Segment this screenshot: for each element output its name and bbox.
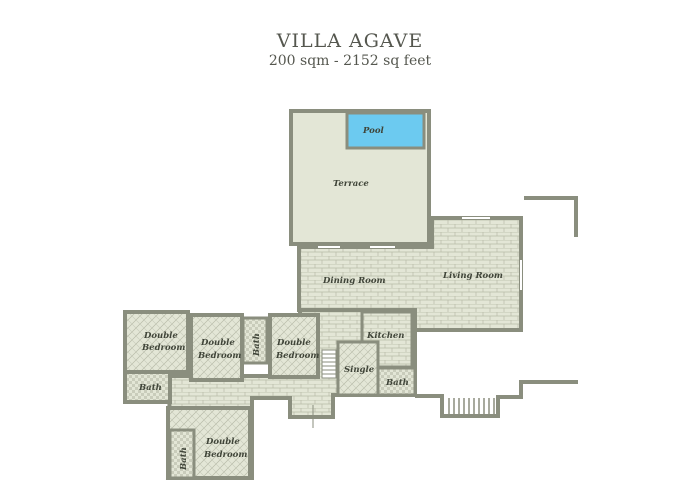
bath-kitchen [376, 366, 417, 397]
bedroom-right [268, 313, 320, 379]
bath-left [123, 370, 172, 404]
label-living-room: Living Room [442, 271, 503, 281]
label-pool: Pool [362, 126, 385, 136]
bedroom-middle [189, 313, 244, 382]
label-bedroom-bottom-2: Bedroom [203, 450, 247, 460]
label-bedroom-right-2: Bedroom [275, 351, 319, 361]
exterior-wall-top-right [524, 196, 578, 237]
label-bath-kitchen: Bath [385, 378, 409, 388]
exterior-wall-bottom-right [415, 380, 578, 418]
label-bedroom-middle-2: Bedroom [197, 351, 241, 361]
label-bath-bottom: Bath [179, 447, 189, 471]
label-bedroom-middle-1: Double [200, 338, 235, 348]
exterior-stairs [448, 398, 495, 416]
label-terrace: Terrace [333, 179, 369, 189]
label-dining-room: Dining Room [322, 276, 386, 286]
interior-stairs [321, 349, 337, 379]
label-kitchen: Kitchen [366, 331, 405, 341]
label-bath-left: Bath [138, 383, 162, 393]
pool [345, 111, 426, 150]
label-bedroom-left-2: Bedroom [141, 343, 185, 353]
plan-subtitle: 200 sqm - 2152 sq feet [268, 53, 432, 69]
label-bath-middle: Bath [252, 333, 262, 357]
label-bedroom-left-1: Double [143, 331, 178, 341]
plan-header: VILLA AGAVE 200 sqm - 2152 sq feet [0, 30, 700, 70]
bath-bottom [168, 428, 196, 480]
label-bedroom-bottom-1: Double [205, 437, 240, 447]
bath-middle [241, 316, 269, 365]
label-bedroom-right-1: Double [276, 338, 311, 348]
plan-title: VILLA AGAVE [276, 30, 424, 52]
kitchen-area [360, 310, 414, 369]
label-single: Single [344, 365, 375, 375]
bedroom-left [123, 310, 190, 374]
